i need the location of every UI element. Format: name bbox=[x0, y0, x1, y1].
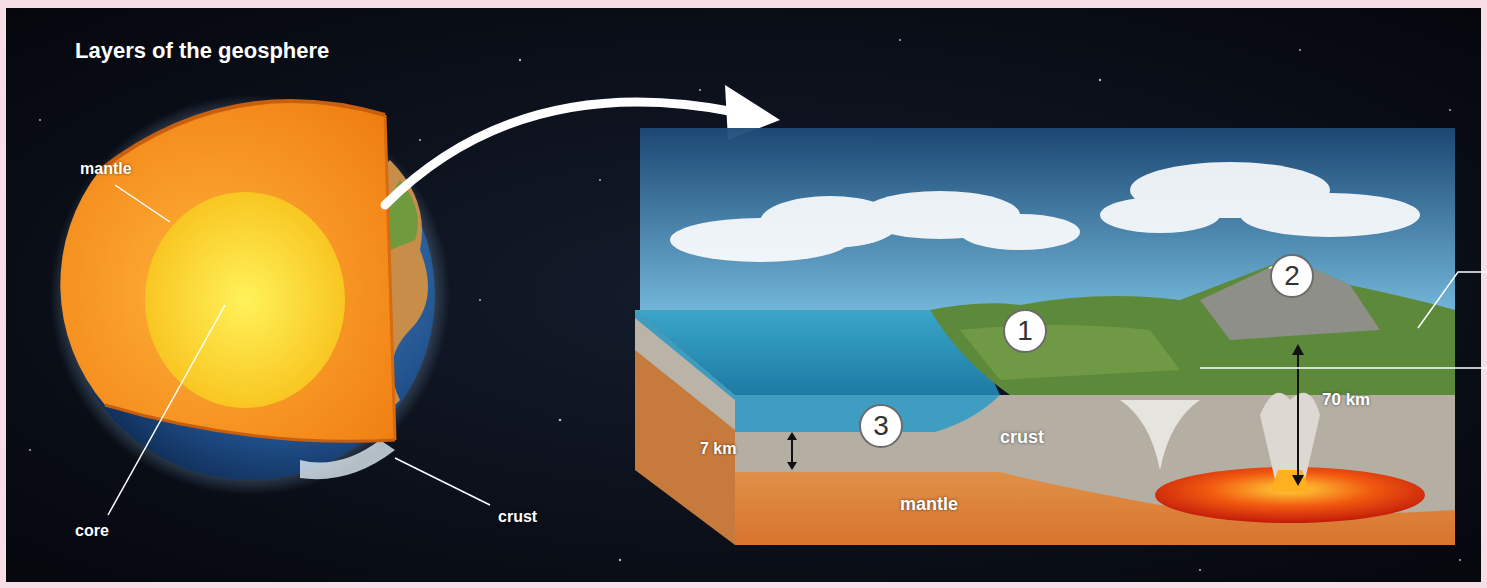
layer-label: crust bbox=[1000, 427, 1044, 448]
callout-number: 3 bbox=[873, 412, 889, 440]
layer-label: mantle bbox=[900, 494, 958, 515]
title: Layers of the geosphere bbox=[75, 38, 329, 64]
layer-label: crust bbox=[498, 508, 537, 526]
callout-circle: 3 bbox=[859, 404, 903, 448]
callout-number: 1 bbox=[1017, 317, 1033, 345]
layer-label: core bbox=[75, 522, 109, 540]
callout-number: 2 bbox=[1284, 262, 1300, 290]
callout-circle: 1 bbox=[1003, 309, 1047, 353]
dimension-label: 7 km bbox=[700, 440, 736, 458]
callout-circle: 2 bbox=[1270, 254, 1314, 298]
layer-label: mantle bbox=[80, 160, 132, 178]
dimension-label: 70 km bbox=[1322, 390, 1370, 410]
